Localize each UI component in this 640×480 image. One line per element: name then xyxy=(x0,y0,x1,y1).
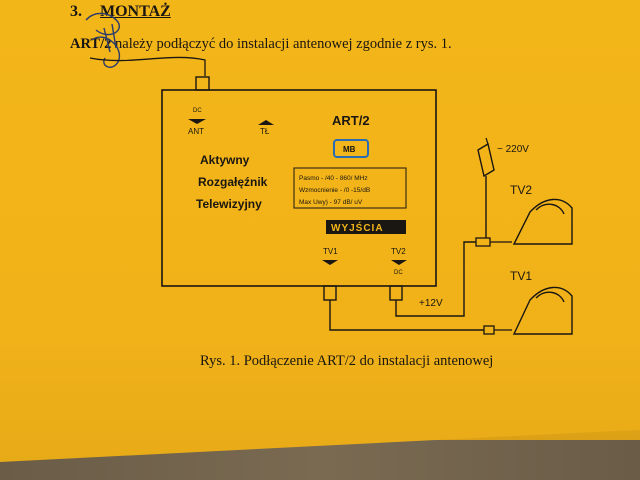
tv2-set-label: TV2 xyxy=(510,183,532,197)
outputs-banner xyxy=(326,220,406,234)
antenna-connector xyxy=(195,76,210,91)
tl-label: TŁ xyxy=(260,127,270,136)
spec-line-2: Wzmocnienie - /0 -15/dB xyxy=(299,187,370,194)
section-heading: 3. MONTAŻ xyxy=(70,3,171,21)
model-label: ART/2 xyxy=(332,113,370,128)
power-label: ~ 220V xyxy=(497,144,529,155)
tv1-plug xyxy=(483,325,495,335)
tv1-cable xyxy=(329,300,484,331)
tv2-connector xyxy=(389,285,403,301)
tv2-output-label: TV2 xyxy=(391,247,406,256)
tv2-arrow-icon xyxy=(391,260,407,265)
outputs-label: WYJŚCIA xyxy=(331,221,384,234)
tv1-set-label: TV1 xyxy=(510,269,532,283)
tv2-splitter xyxy=(475,237,491,247)
tv1-set-icon xyxy=(512,286,573,335)
section-title: MONTAŻ xyxy=(100,3,171,20)
spec-box xyxy=(293,167,407,209)
figure-caption: Rys. 1. Podłączenie ART/2 do instalacji … xyxy=(200,353,494,369)
tv1-arrow-icon xyxy=(322,260,338,265)
tv1-connector xyxy=(323,285,337,301)
description-line-3: Telewizyjny xyxy=(196,197,262,211)
tv2-cable xyxy=(395,241,476,317)
tv2-set-icon xyxy=(512,198,573,245)
mb-logo xyxy=(333,139,369,158)
intro-text: należy podłączyć do instalacji antenowej… xyxy=(111,36,452,52)
handwritten-scribble xyxy=(85,12,121,68)
tv1-output-label: TV1 xyxy=(323,247,338,256)
dc-label: DC xyxy=(193,108,202,114)
description-line-1: Aktywny xyxy=(200,153,250,167)
intro-paragraph: ART/2 należy podłączyć do instalacji ant… xyxy=(70,36,452,53)
description-line-2: Rozgałęźnik xyxy=(198,175,268,189)
mb-logo-text: MB xyxy=(343,145,356,154)
voltage-label: +12V xyxy=(419,298,443,309)
tl-arrow-icon xyxy=(258,120,274,125)
tv2-dc-label: DC xyxy=(394,270,403,276)
intro-device-name: ART/2 xyxy=(70,36,112,52)
device-box xyxy=(161,89,437,287)
paper-page xyxy=(0,0,640,462)
ant-label: ANT xyxy=(188,127,204,136)
power-adapter-icon xyxy=(477,142,495,178)
ant-arrow-icon xyxy=(188,119,206,124)
spec-line-3: Max Uwy) - 97 dB/ uV xyxy=(299,199,363,206)
spec-line-1: Pasmo - /40 - 860/ MHz xyxy=(299,175,368,182)
power-plug-pin xyxy=(485,137,489,145)
handwritten-curve xyxy=(89,56,206,76)
section-number: 3. xyxy=(70,3,82,20)
